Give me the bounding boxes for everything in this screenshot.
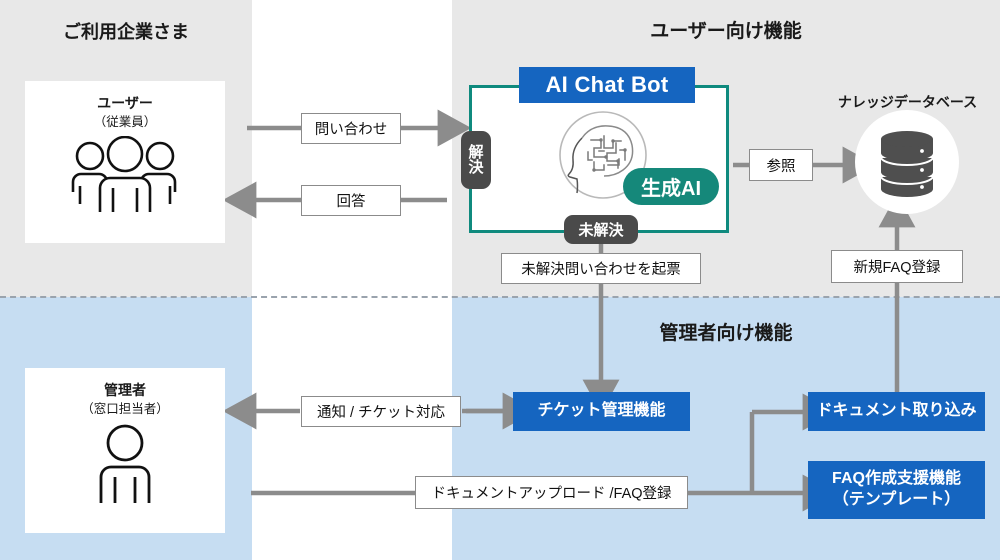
persona-admin-name: 管理者 (104, 382, 146, 398)
knowledge-db-title: ナレッジデータベース (837, 94, 978, 110)
box-faq-support-line2: （テンプレート） (832, 491, 961, 508)
label-notify-ticket: 通知 / チケット対応 (301, 396, 461, 427)
heading-user-features: ユーザー向け機能 (650, 21, 802, 42)
badge-solved-char-2: 決 (468, 159, 484, 176)
persona-card-admin: 管理者 （窓口担当者） (25, 368, 225, 533)
badge-solved: 解 決 (461, 131, 491, 189)
persona-user-name: ユーザー (97, 95, 153, 111)
box-ticket-management[interactable]: チケット管理機能 (513, 392, 690, 431)
three-people-icon (60, 135, 190, 219)
box-faq-support-line1: FAQ作成支援機能 (832, 470, 961, 488)
badge-unsolved: 未解決 (564, 215, 638, 244)
band-middle-white (252, 0, 452, 560)
label-answer: 回答 (301, 185, 401, 216)
persona-admin-sub: （窓口担当者） (81, 401, 169, 416)
label-unsolved-ticket: 未解決問い合わせを起票 (501, 253, 701, 284)
knowledge-db-circle (855, 110, 959, 214)
heading-client: ご利用企業さま (63, 22, 189, 42)
section-divider-dashed (0, 296, 1000, 298)
persona-card-user: ユーザー （従業員） (25, 81, 225, 243)
badge-solved-char-1: 解 (468, 144, 484, 161)
box-faq-support[interactable]: FAQ作成支援機能 （テンプレート） (808, 461, 985, 519)
chatbot-title: AI Chat Bot (519, 67, 695, 103)
single-person-icon (75, 423, 175, 510)
label-reference: 参照 (749, 149, 813, 181)
heading-admin-features: 管理者向け機能 (659, 323, 793, 344)
label-new-faq-register: 新規FAQ登録 (831, 250, 963, 283)
persona-user-sub: （従業員） (93, 114, 157, 129)
ai-brain-icon (558, 110, 648, 200)
genai-badge: 生成AI (623, 168, 719, 205)
label-doc-upload-faq: ドキュメントアップロード /FAQ登録 (415, 476, 688, 509)
database-cylinder-icon (880, 131, 934, 197)
box-document-ingest[interactable]: ドキュメント取り込み (808, 392, 985, 431)
label-inquiry: 問い合わせ (301, 113, 401, 144)
